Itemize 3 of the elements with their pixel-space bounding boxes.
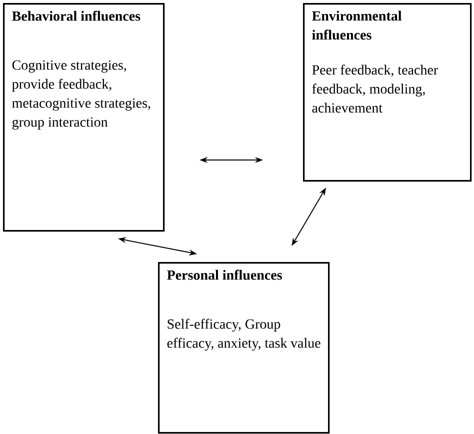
influence-box: Personal influences Self-efficacy, Group efficacy, anxiety, task value (158, 262, 330, 434)
influence-box: Behavioral influences Cognitive strategies, provide feedback, metacognitive strategies, group interaction (3, 3, 165, 232)
influence-box: Environmental influences Peer feedback, teacher feedback, modeling, achievement (303, 3, 472, 182)
